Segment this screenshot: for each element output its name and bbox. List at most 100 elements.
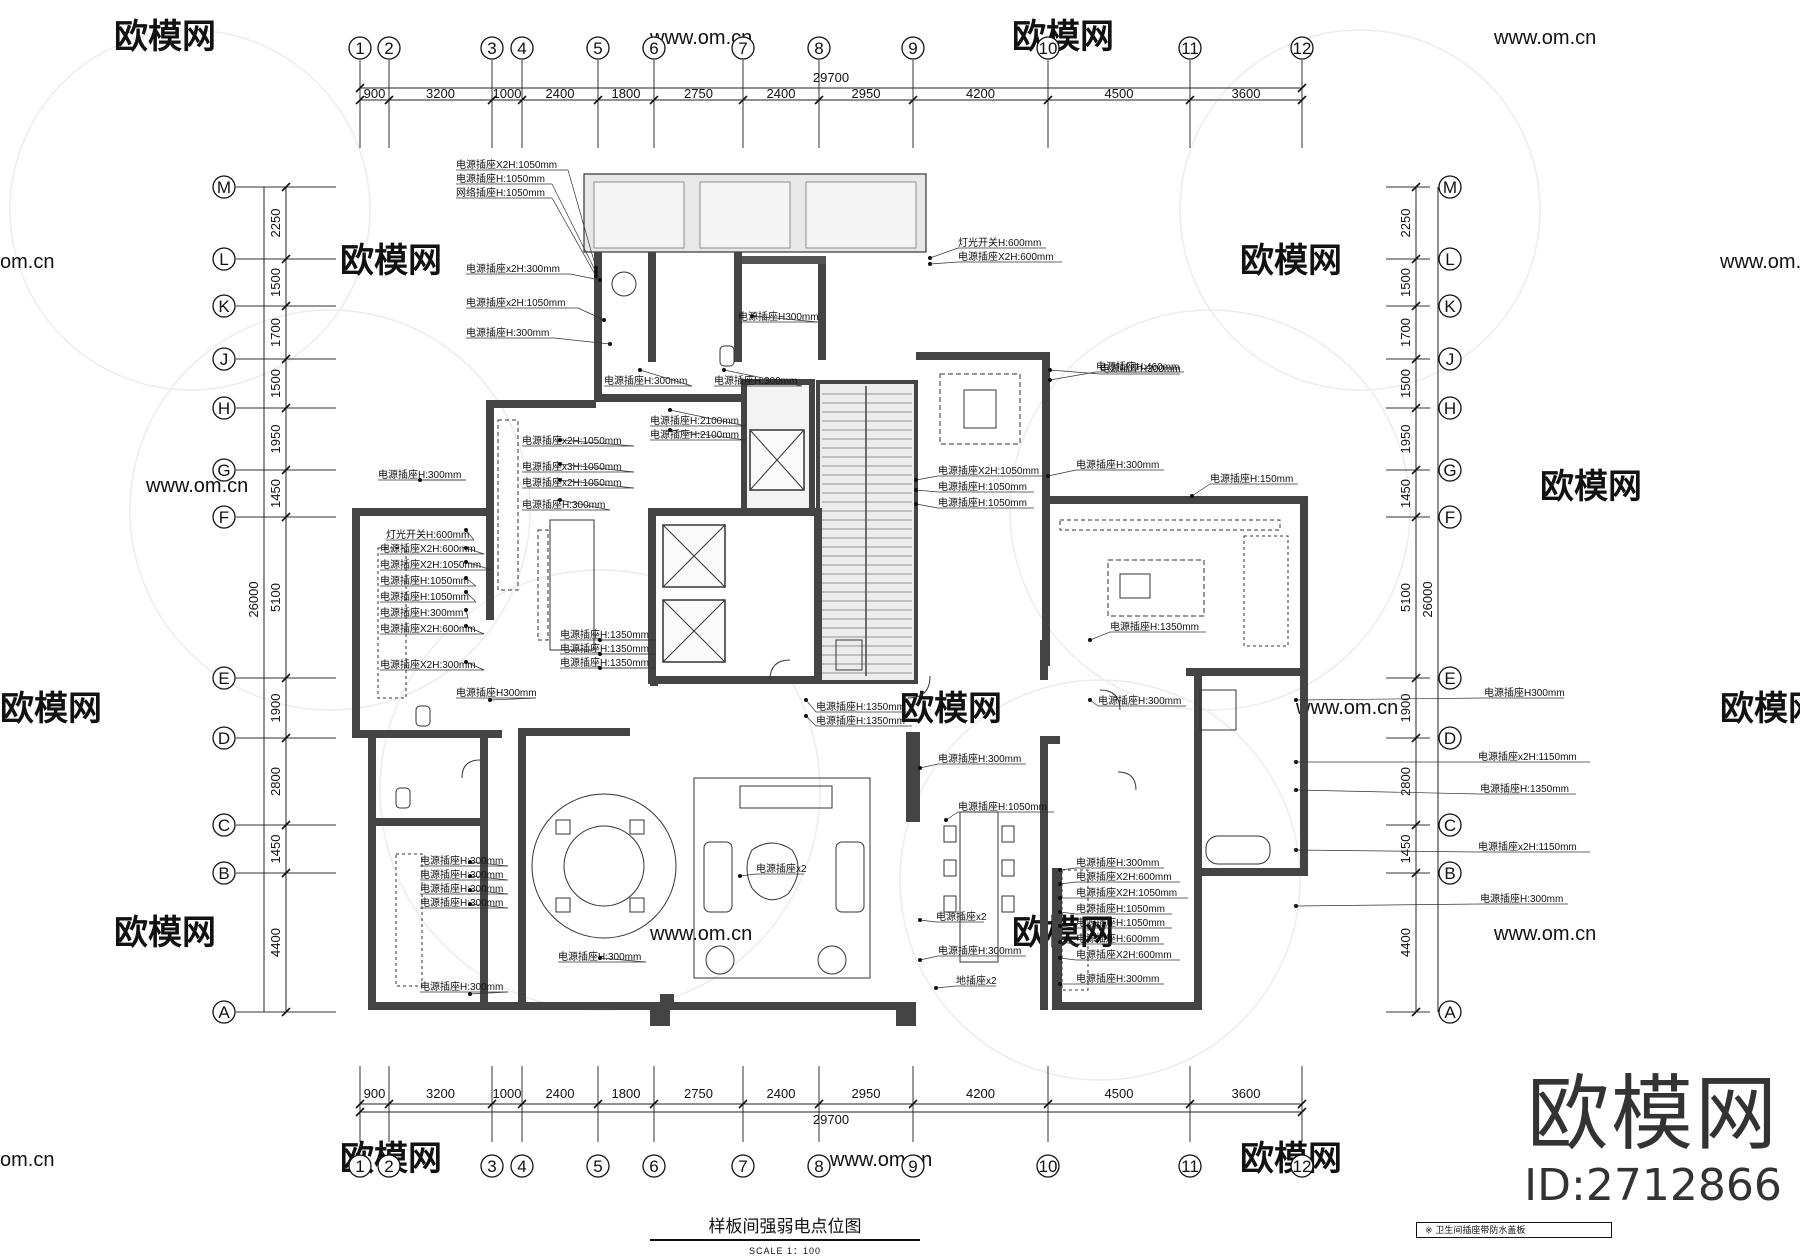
axis-bubble-circle: [586, 36, 610, 60]
outlet-leader-line: [669, 409, 747, 427]
bay-dimension-label: 4500: [1105, 86, 1134, 101]
outlet-label: 电源插座H:1050mm: [1076, 916, 1165, 929]
axis-bubble-circle: [731, 36, 755, 60]
axis-bubble-circle: [212, 666, 236, 690]
outlet-symbol: [558, 478, 562, 482]
row-dimension-label: 1700: [1398, 318, 1413, 347]
outlet-label: 电源插座H:300mm: [938, 752, 1021, 765]
outlet-symbol: [594, 266, 598, 270]
dimension-tick: [1043, 95, 1053, 105]
outlet-symbol: [464, 576, 468, 580]
outlet-symbol: [928, 262, 932, 266]
axis-bubble-circle: [1438, 1000, 1462, 1024]
outlet-symbol: [1058, 882, 1062, 886]
outlet-leader-line: [489, 697, 537, 701]
outlet-label: 电源插座X2H:600mm: [380, 542, 476, 555]
outlet-symbol: [918, 958, 922, 962]
outlet-symbol: [1088, 638, 1092, 642]
outlet-label: 电源插座H:300mm: [420, 980, 503, 993]
dimension-tick: [1411, 403, 1421, 413]
outlet-label: 电源插座H:1350mm: [560, 642, 649, 655]
axis-bubble-label: 5: [593, 1157, 602, 1176]
bay-dimension-label: 4200: [966, 86, 995, 101]
dimension-tick: [814, 1099, 824, 1109]
outlet-symbol: [468, 992, 472, 996]
outlet-symbol: [464, 660, 468, 664]
total-depth-label: 26000: [1420, 581, 1435, 617]
dimension-chain-right: 2250150017001500195014505100190028001450…: [1398, 182, 1439, 1017]
axis-bubble-circle: [1438, 294, 1462, 318]
kitchen-island: [549, 519, 595, 651]
outlet-label: 电源插座H:1050mm: [456, 172, 545, 185]
axis-bubble-circle: [586, 1154, 610, 1178]
outlet-symbol: [1088, 698, 1092, 702]
watermark-url: www.om.cn: [1295, 697, 1398, 719]
outlet-symbol: [1190, 494, 1194, 498]
bay-dimension-label: 1000: [493, 1086, 522, 1101]
row-dimension-label: 1950: [1398, 425, 1413, 454]
outlet-leader-line: [1059, 925, 1077, 929]
dimension-tick: [281, 820, 291, 830]
outlet-symbol: [914, 488, 918, 492]
outlet-symbol: [804, 714, 808, 718]
bay-dimension-label: 3600: [1232, 1086, 1261, 1101]
axis-bubble-label: 8: [814, 39, 823, 58]
axis-bubble-label: G: [217, 461, 230, 480]
outlet-label: 电源插座x2H:1150mm: [1478, 750, 1577, 763]
outlet-symbol: [1294, 788, 1298, 792]
outlet-label: 电源插座H:300mm: [1076, 856, 1159, 869]
dimension-tick: [1411, 868, 1421, 878]
axis-bubble-label: K: [218, 297, 230, 316]
dimension-tick: [1411, 512, 1421, 522]
outlet-leader-line: [929, 261, 959, 265]
axis-bubble-label: 3: [487, 1157, 496, 1176]
dimension-tick: [738, 1099, 748, 1109]
dimension-tick: [1297, 95, 1307, 105]
outlet-leader-line: [469, 875, 509, 881]
axis-bubble-label: C: [218, 816, 230, 835]
axis-bubble-label: L: [219, 250, 228, 269]
bay-dimension-label: 2750: [684, 86, 713, 101]
axis-bubble-label: H: [218, 399, 230, 418]
dimension-tick: [281, 512, 291, 522]
outlet-leader-line: [559, 439, 635, 447]
axis-bubble-circle: [1036, 36, 1060, 60]
furniture-layout: [377, 271, 1289, 991]
axis-bubble-label: 9: [908, 39, 917, 58]
axis-bubble-label: F: [219, 508, 229, 527]
watermark-brand: 欧模网: [0, 690, 102, 728]
axis-bubble-label: L: [1445, 250, 1454, 269]
dimension-tick: [1411, 1007, 1421, 1017]
outlet-symbol: [558, 498, 562, 502]
bay-dimension-label: 3200: [426, 86, 455, 101]
watermark-url: www.om.cn: [1719, 251, 1800, 273]
axis-bubble-circle: [480, 36, 504, 60]
axis-bubble-label: D: [1444, 729, 1456, 748]
axis-bubble-circle: [212, 1000, 236, 1024]
outlet-symbol: [598, 666, 602, 670]
row-dimension-label: 1900: [1398, 694, 1413, 723]
outlet-leader-line: [1059, 957, 1077, 961]
axis-bubble-label: 2: [384, 39, 393, 58]
outlet-leader-line: [751, 315, 819, 323]
outlet-label: 电源插座X2H:1050mm: [380, 558, 481, 571]
outlet-leader-line: [805, 715, 817, 727]
row-dimension-label: 1950: [268, 425, 283, 454]
axis-bubble-circle: [212, 813, 236, 837]
outlet-label: 电源插座H:300mm: [420, 868, 503, 881]
outlet-symbol: [468, 888, 472, 892]
outlet-label: 电源插座H:300mm: [1076, 458, 1159, 471]
axis-bubble-label: J: [220, 350, 229, 369]
outlet-label: 电源插座X2H:1050mm: [456, 158, 557, 171]
dimension-tick: [355, 95, 365, 105]
outlet-label: 电源插座H:1350mm: [560, 656, 649, 669]
axis-bubble-label: 12: [1293, 39, 1312, 58]
dimension-tick: [1297, 1099, 1307, 1109]
axis-bubble-label: G: [1443, 461, 1456, 480]
bay-dimension-label: 1800: [612, 86, 641, 101]
axis-bubble-label: 4: [517, 1157, 526, 1176]
outlet-label: 电源插座H:300mm: [380, 606, 463, 619]
